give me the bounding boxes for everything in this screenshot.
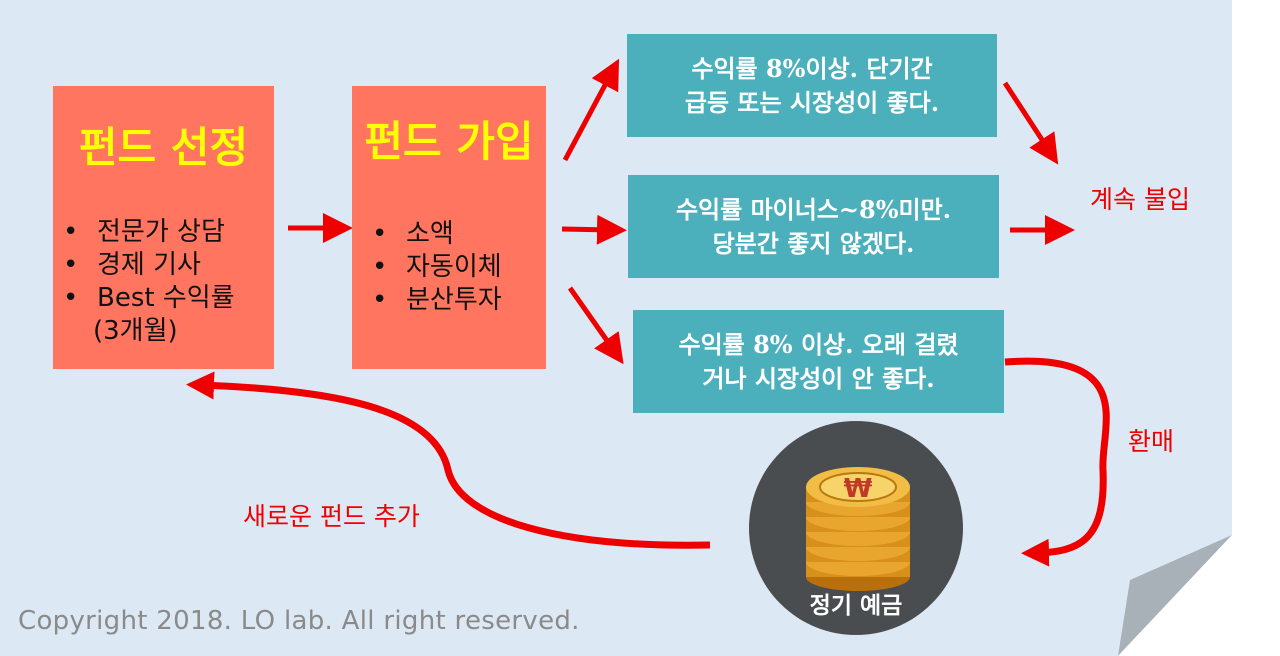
fund-select-title: 펀드 선정 (78, 123, 249, 172)
list-item: Best 수익률 (63, 282, 235, 315)
list-item-continuation: (3개월) (93, 316, 178, 346)
arrow-redeem-curve (1004, 357, 1110, 567)
fund-join-box: 펀드 가입 소액 자동이체 분산투자 (352, 86, 546, 369)
fund-join-list: 소액 자동이체 분산투자 (372, 218, 502, 317)
arrow-new-fund-curve (186, 371, 711, 549)
redeem-label: 환매 (1128, 427, 1175, 456)
list-item: 경제 기사 (63, 249, 235, 282)
outcome-line: 급등 또는 시장성이 좋다. (684, 87, 940, 117)
outcome-box-high-return: 수익률 8%이상. 단기간 급등 또는 시장성이 좋다. (627, 34, 997, 137)
arrow-outcome1-to-continue (1002, 81, 1059, 165)
outcome-line: 수익률 마이너스~8%미만. (675, 194, 952, 224)
list-item: 소액 (372, 218, 502, 251)
outcome-line: 거나 시장성이 안 좋다. (702, 363, 935, 393)
outcome-line: 당분간 좋지 않겠다. (712, 228, 915, 258)
continue-label: 계속 불입 (1090, 185, 1190, 214)
new-fund-label: 새로운 펀드 추가 (243, 502, 420, 531)
outcome-line: 수익률 8%이상. 단기간 (691, 53, 933, 83)
fund-select-box: 펀드 선정 전문가 상담 경제 기사 Best 수익률 (3개월) (53, 86, 274, 369)
list-item: 자동이체 (372, 251, 502, 284)
list-item: 전문가 상담 (63, 216, 235, 249)
list-item: 분산투자 (372, 284, 502, 317)
arrow-to-outcome-1 (562, 58, 620, 162)
arrow-to-outcome-3 (567, 286, 624, 365)
fund-join-title: 펀드 가입 (364, 117, 534, 166)
arrow-to-outcome-2 (561, 214, 627, 245)
outcome-box-low-return: 수익률 마이너스~8%미만. 당분간 좋지 않겠다. (628, 175, 999, 278)
copyright-text: Copyright 2018. LO lab. All right reserv… (18, 606, 580, 636)
won-symbol: ₩ (844, 474, 873, 504)
outcome-line: 수익률 8% 이상. 오래 걸렸 (678, 329, 959, 359)
fund-select-list: 전문가 상담 경제 기사 Best 수익률 (3개월) (63, 216, 235, 348)
outcome-box-slow-return: 수익률 8% 이상. 오래 걸렸 거나 시장성이 안 좋다. (633, 310, 1004, 413)
deposit-label: 정기 예금 (809, 592, 903, 619)
